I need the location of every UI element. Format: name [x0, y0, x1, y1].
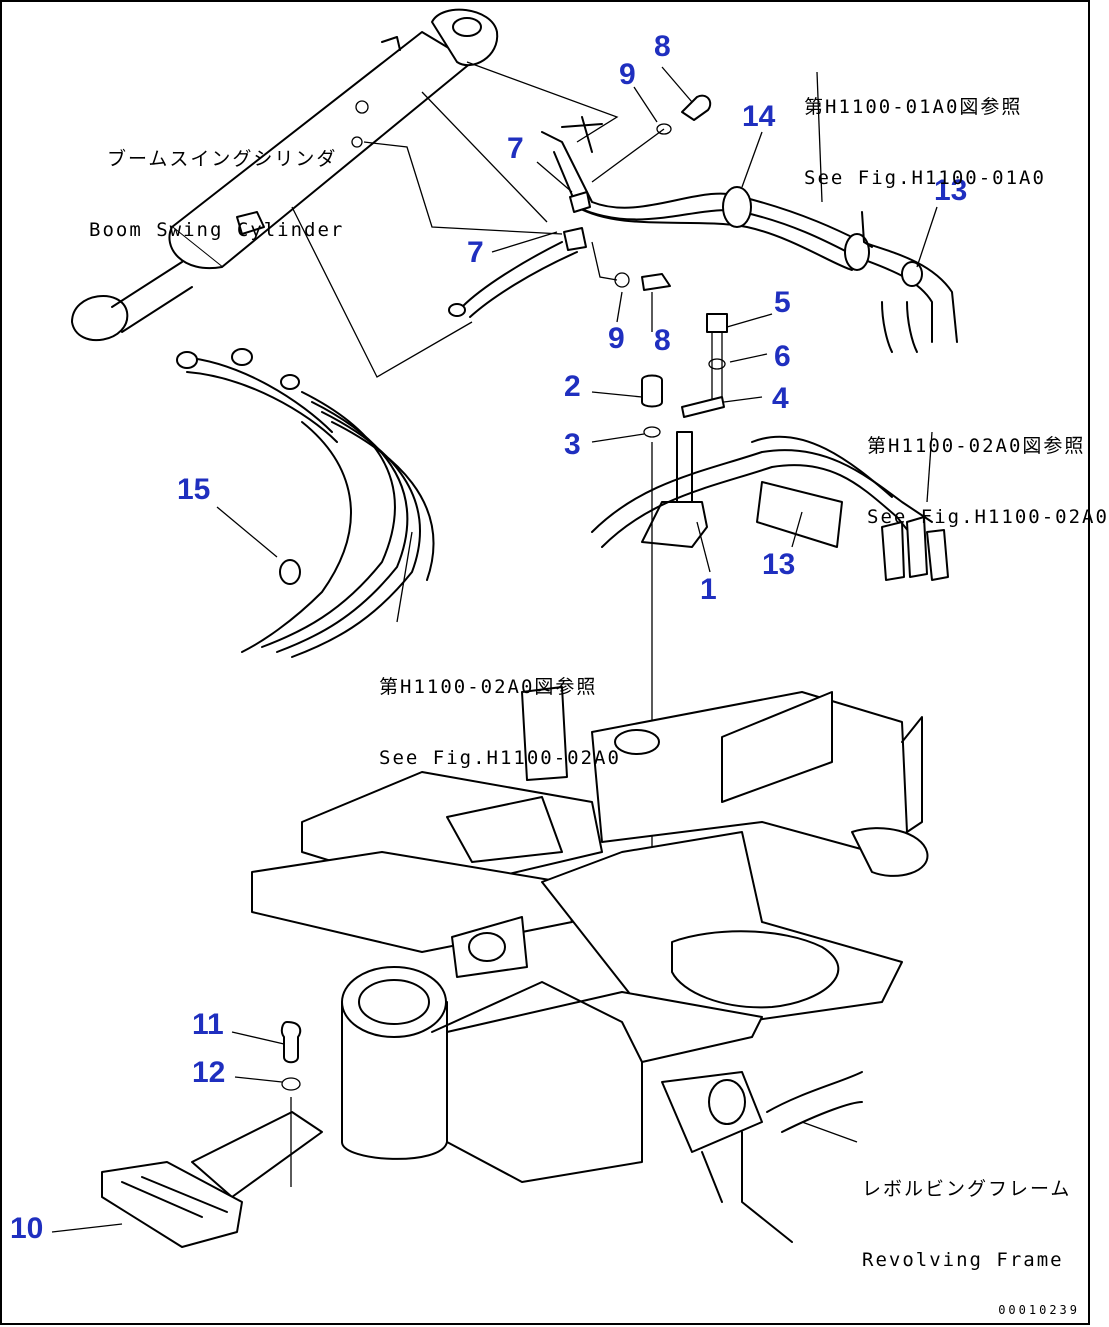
- callout-13-upper: 13: [934, 174, 968, 207]
- callout-15: 15: [177, 473, 211, 506]
- revolving-frame: [251, 686, 929, 1243]
- callout-9-lower: 9: [608, 322, 625, 355]
- callout-9-upper: 9: [619, 58, 636, 91]
- upper-fasteners: [591, 94, 712, 291]
- cylinder-leader-lines: [291, 61, 619, 378]
- ref-top-en: See Fig.H1100-01A0: [804, 166, 1046, 189]
- callout-8-upper: 8: [654, 30, 671, 63]
- callout-7-upper: 7: [507, 132, 524, 165]
- ref-top-jp: 第H1100-01A0図参照: [804, 95, 1023, 118]
- callout-5: 5: [774, 286, 791, 319]
- revolving-frame-jp: レボルビングフレーム: [862, 1177, 1072, 1200]
- boom-swing-label-en: Boom Swing Cylinder: [89, 218, 345, 241]
- clamp-assembly: [591, 313, 949, 1017]
- revolving-frame-en: Revolving Frame: [862, 1248, 1064, 1271]
- revolving-frame-label: レボルビングフレーム Revolving Frame: [862, 1130, 1071, 1320]
- callout-2: 2: [564, 370, 581, 403]
- callout-leaders: [51, 66, 938, 1233]
- ref-mid-jp: 第H1100-02A0図参照: [867, 434, 1086, 457]
- ref-left-jp: 第H1100-02A0図参照: [379, 675, 598, 698]
- callout-8-lower: 8: [654, 324, 671, 357]
- document-id: 00010239: [998, 1303, 1080, 1317]
- callout-12: 12: [192, 1056, 226, 1089]
- boom-swing-label-jp: ブームスイングシリンダ: [107, 147, 338, 170]
- boom-swing-cylinder: [71, 8, 499, 341]
- callout-13-lower: 13: [762, 548, 796, 581]
- ref-mid-label: 第H1100-02A0図参照 See Fig.H1100-02A0: [867, 387, 1109, 577]
- callout-4: 4: [772, 382, 789, 415]
- callout-7-lower: 7: [467, 236, 484, 269]
- ref-mid-en: See Fig.H1100-02A0: [867, 505, 1109, 528]
- ref-top-label: 第H1100-01A0図参照 See Fig.H1100-01A0: [804, 48, 1046, 238]
- ref-left-en: See Fig.H1100-02A0: [379, 746, 621, 769]
- upper-hose-assembly: [448, 116, 958, 353]
- callout-3: 3: [564, 428, 581, 461]
- boom-swing-label: ブームスイングシリンダ Boom Swing Cylinder: [89, 100, 344, 290]
- ref-left-label: 第H1100-02A0図参照 See Fig.H1100-02A0: [379, 628, 621, 818]
- callout-1: 1: [700, 573, 717, 606]
- callout-10: 10: [10, 1212, 44, 1245]
- left-hose-bundle: [176, 348, 435, 658]
- cover-assembly: [101, 1021, 323, 1248]
- callout-6: 6: [774, 340, 791, 373]
- callout-11: 11: [192, 1008, 224, 1041]
- callout-14: 14: [742, 100, 776, 133]
